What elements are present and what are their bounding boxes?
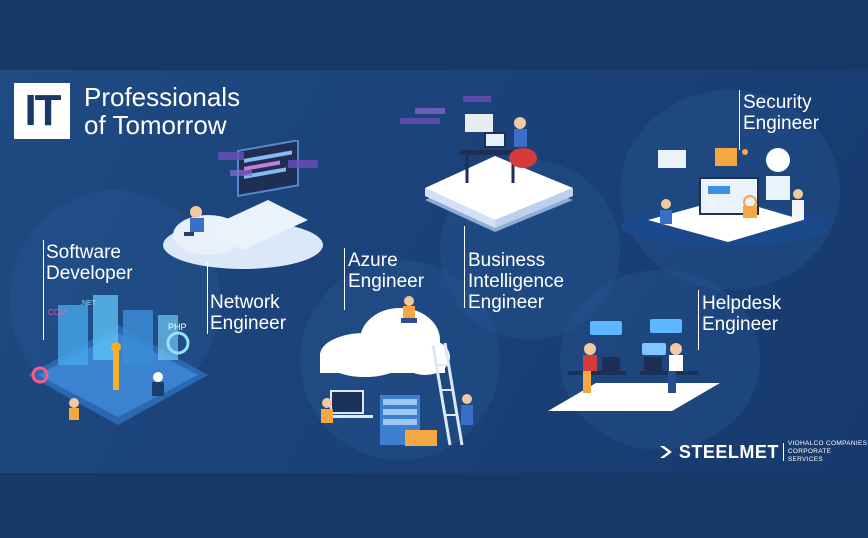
brand-separator	[782, 443, 784, 461]
security-engineer-line1: Security	[743, 92, 812, 113]
bi-engineer-line1: Business	[468, 250, 546, 271]
helpdesk-engineer-line2: Engineer	[702, 314, 779, 335]
software-developer-label: Software Developer	[46, 242, 133, 284]
azure-engineer-line2: Engineer	[348, 271, 425, 292]
com-tag: COM	[48, 308, 67, 317]
logo-title-line2: of Tomorrow	[84, 110, 227, 140]
it-logo-mark: IT	[14, 83, 70, 139]
helpdesk-engineer-connector	[698, 290, 699, 350]
net-tag: .NET	[80, 300, 97, 307]
logo-title-line1: Professionals	[84, 82, 241, 112]
bi-engineer-line3: Engineer	[468, 292, 545, 313]
php-tag: PHP	[168, 322, 187, 332]
security-engineer-connector	[739, 90, 740, 150]
brand-subtitle-line1: VIOHALCO COMPANIES	[787, 440, 868, 447]
security-engineer-label: Security Engineer	[743, 92, 819, 134]
steelmet-brand: STEELMET VIOHALCO COMPANIES CORPORATE SE…	[660, 440, 868, 464]
software-developer-connector	[43, 240, 44, 340]
it-professionals-logo: IT Professionals of Tomorrow	[14, 83, 240, 139]
software-developer-illustration: COM .NET PHP	[28, 295, 208, 425]
network-engineer-connector	[207, 262, 208, 334]
network-engineer-illustration	[163, 140, 323, 269]
logo-title: Professionals of Tomorrow	[84, 83, 240, 139]
helpdesk-engineer-label: Helpdesk Engineer	[702, 293, 781, 335]
security-engineer-line2: Engineer	[743, 113, 820, 134]
software-developer-line1: Software	[46, 242, 121, 263]
helpdesk-engineer-line1: Helpdesk	[702, 293, 782, 314]
bi-engineer-connector	[464, 226, 465, 308]
brand-subtitle-line2: CORPORATE SERVICES	[787, 448, 832, 463]
azure-engineer-connector	[344, 248, 345, 310]
bi-engineer-line2: Intelligence	[468, 271, 565, 292]
brand-name: STEELMET	[678, 441, 779, 462]
steelmet-chevron-icon	[660, 446, 672, 458]
helpdesk-engineer-illustration	[548, 319, 720, 411]
software-developer-line2: Developer	[46, 263, 133, 284]
brand-subtitle: VIOHALCO COMPANIES CORPORATE SERVICES	[788, 440, 868, 464]
security-engineer-illustration	[621, 148, 828, 246]
azure-engineer-illustration	[320, 296, 473, 446]
bi-engineer-label: Business Intelligence Engineer	[468, 250, 564, 313]
azure-engineer-label: Azure Engineer	[348, 250, 424, 292]
azure-engineer-line1: Azure	[348, 250, 398, 271]
network-engineer-label: Network Engineer	[210, 292, 286, 334]
network-engineer-line2: Engineer	[210, 313, 287, 334]
network-engineer-line1: Network	[210, 292, 280, 313]
business-intelligence-illustration	[400, 96, 573, 232]
